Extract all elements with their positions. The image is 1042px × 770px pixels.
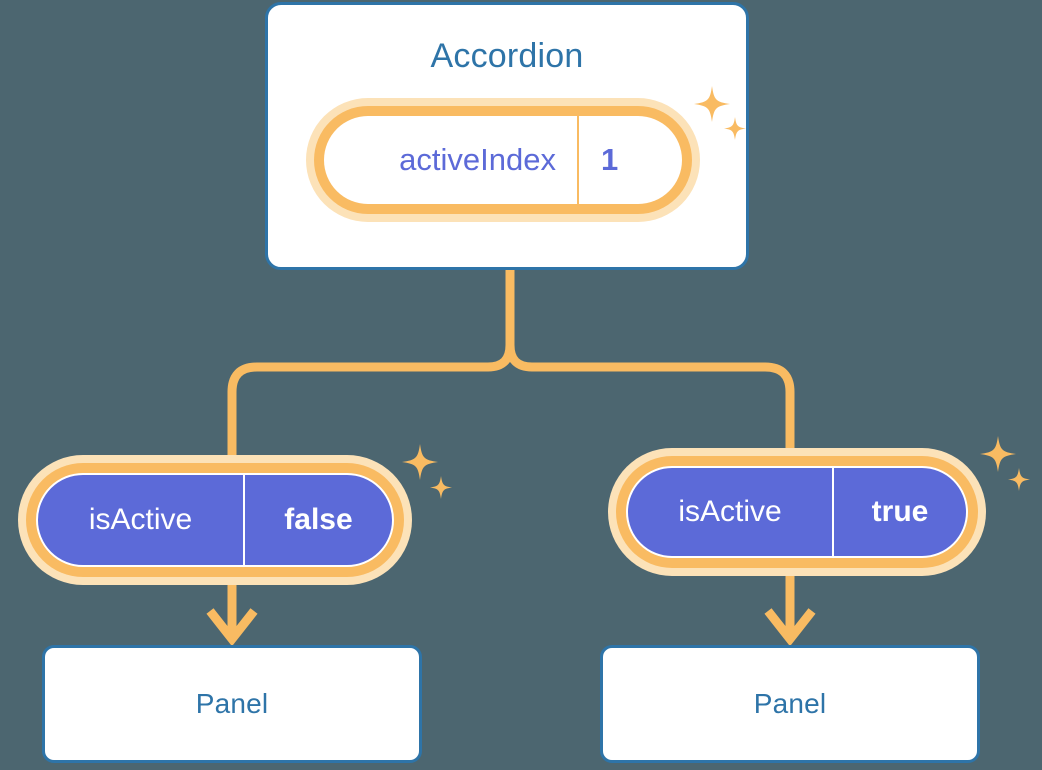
state-pill-active-index[interactable]: activeIndex 1	[306, 98, 700, 222]
panel-card-title: Panel	[195, 688, 269, 719]
arrow-head-left	[206, 608, 258, 647]
state-pill-is-active-right[interactable]: isActive true	[608, 448, 986, 576]
accordion-card-title: Accordion	[430, 37, 584, 75]
state-value-label: 1	[601, 142, 619, 177]
panel-card-right[interactable]: Panel	[600, 645, 980, 763]
state-value-label: true	[871, 495, 929, 528]
sparkle-icon	[980, 436, 1030, 491]
sparkle-icon	[402, 444, 452, 499]
state-pill-is-active-left[interactable]: isActive false	[18, 455, 412, 585]
arrow-head-right	[764, 608, 816, 647]
state-key-label: isActive	[38, 475, 245, 565]
pill-inner: activeIndex 1	[324, 116, 682, 204]
state-value-label: false	[284, 503, 353, 536]
pill-inner: isActive false	[36, 473, 394, 567]
connector-right-branch	[505, 263, 795, 465]
panel-card-left[interactable]: Panel	[42, 645, 422, 763]
connector-left-branch	[227, 263, 515, 465]
state-key-label: isActive	[628, 468, 834, 556]
state-key-label: activeIndex	[324, 116, 579, 204]
pill-inner: isActive true	[626, 466, 968, 558]
panel-card-title: Panel	[753, 688, 827, 719]
